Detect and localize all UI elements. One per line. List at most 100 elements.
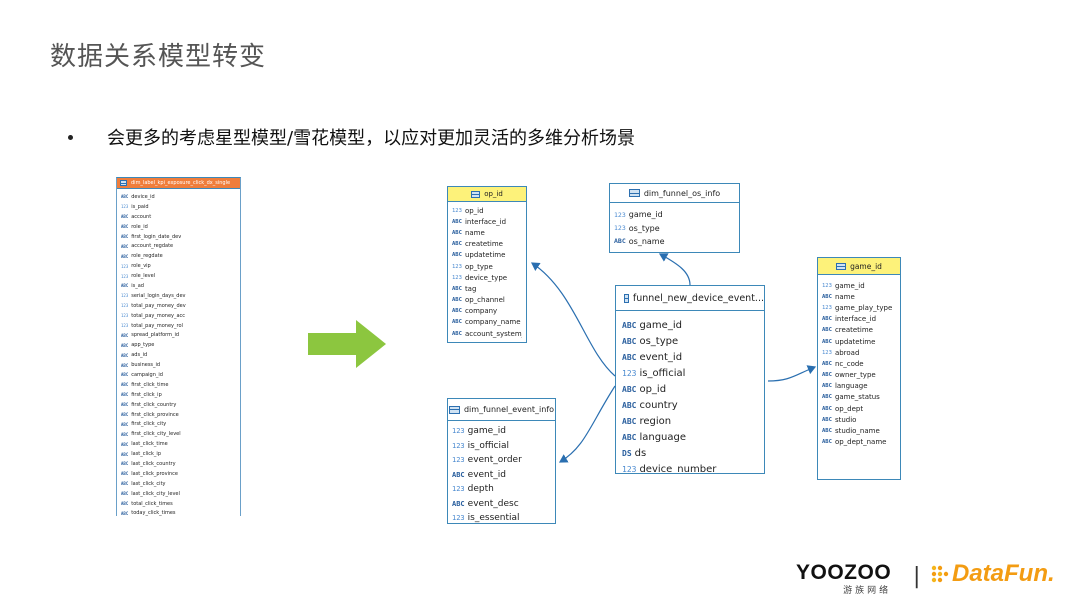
field-name: studio (834, 415, 857, 424)
string-type-icon: ABC (822, 394, 832, 401)
field-name: game_status (834, 393, 880, 402)
field-name: op_dept (834, 404, 864, 413)
numeric-type-icon: 123 (121, 204, 129, 210)
game-id-table-name: game_id (850, 261, 882, 271)
wide-table: dim_label_kpi_exposure_click_dx_single A… (116, 177, 241, 516)
string-type-icon: ABC (121, 332, 129, 338)
table-icon (836, 262, 847, 270)
string-type-icon: ABC (121, 451, 129, 457)
numeric-type-icon: 123 (121, 273, 129, 279)
field-name: is_paid (131, 203, 149, 210)
string-type-icon: ABC (121, 402, 129, 408)
string-type-icon: ABC (822, 416, 832, 423)
numeric-type-icon: 123 (121, 303, 129, 309)
string-type-icon: ABC (121, 471, 129, 477)
date-type-icon: DS (622, 448, 632, 458)
field-name: updatetime (464, 251, 506, 260)
event-info-table-header: dim_funnel_event_info (448, 399, 555, 421)
numeric-type-icon: 123 (622, 368, 637, 378)
field-name: first_click_city (131, 421, 167, 428)
string-type-icon: ABC (622, 400, 637, 410)
field-name: event_id (467, 469, 507, 480)
string-type-icon: ABC (121, 412, 129, 418)
numeric-type-icon: 123 (452, 514, 465, 523)
field-name: updatetime (834, 337, 876, 346)
field-name: last_click_country (131, 460, 176, 467)
field-name: role_level (131, 273, 156, 280)
field-name: first_click_ip (131, 391, 162, 398)
string-type-icon: ABC (121, 283, 129, 289)
string-type-icon: ABC (822, 316, 832, 323)
field-name: spread_platform_id (131, 332, 180, 339)
field-name: game_id (628, 210, 663, 220)
string-type-icon: ABC (822, 327, 832, 334)
fact-table-header: funnel_new_device_event... (616, 286, 764, 311)
string-type-icon: ABC (121, 342, 129, 348)
numeric-type-icon: 123 (452, 441, 465, 450)
bullet-item: 会更多的考虑星型模型/雪花模型，以应对更加灵活的多维分析场景 (68, 124, 635, 150)
string-type-icon: ABC (121, 510, 129, 516)
string-type-icon: ABC (121, 214, 129, 220)
datafun-logo: DataFun. (930, 560, 1055, 588)
numeric-type-icon: 123 (121, 263, 129, 269)
bullet-text: 会更多的考虑星型模型/雪花模型，以应对更加灵活的多维分析场景 (107, 128, 636, 149)
string-type-icon: ABC (822, 338, 832, 345)
numeric-type-icon: 123 (452, 263, 462, 270)
field-name: last_click_city (131, 480, 166, 487)
numeric-type-icon: 123 (452, 456, 465, 465)
string-type-icon: ABC (452, 285, 462, 292)
connector-game-id (767, 365, 817, 382)
field-name: op_dept_name (834, 438, 887, 447)
field-name: tag (464, 284, 477, 293)
string-type-icon: ABC (121, 382, 129, 388)
numeric-type-icon: 123 (121, 293, 129, 299)
string-type-icon: ABC (452, 470, 465, 479)
field-name: name (834, 292, 855, 301)
field-name: campaign_id (131, 371, 163, 378)
string-type-icon: ABC (822, 405, 832, 412)
field-name: region (639, 415, 672, 427)
field-name: op_channel (464, 296, 505, 305)
string-type-icon: ABC (121, 491, 129, 497)
field-name: depth (467, 484, 494, 495)
field-name: os_type (628, 223, 660, 233)
wide-table-header: dim_label_kpi_exposure_click_dx_single (117, 178, 240, 189)
field-name: today_click_times (131, 510, 176, 516)
field-name: device_id (131, 193, 155, 200)
field-name: business_id (131, 362, 161, 369)
field-name: language (639, 431, 687, 443)
string-type-icon: ABC (452, 499, 465, 508)
numeric-type-icon: 123 (822, 349, 832, 356)
field-name: event_order (467, 455, 522, 466)
numeric-type-icon: 123 (121, 313, 129, 319)
field-name: nc_code (834, 359, 864, 368)
